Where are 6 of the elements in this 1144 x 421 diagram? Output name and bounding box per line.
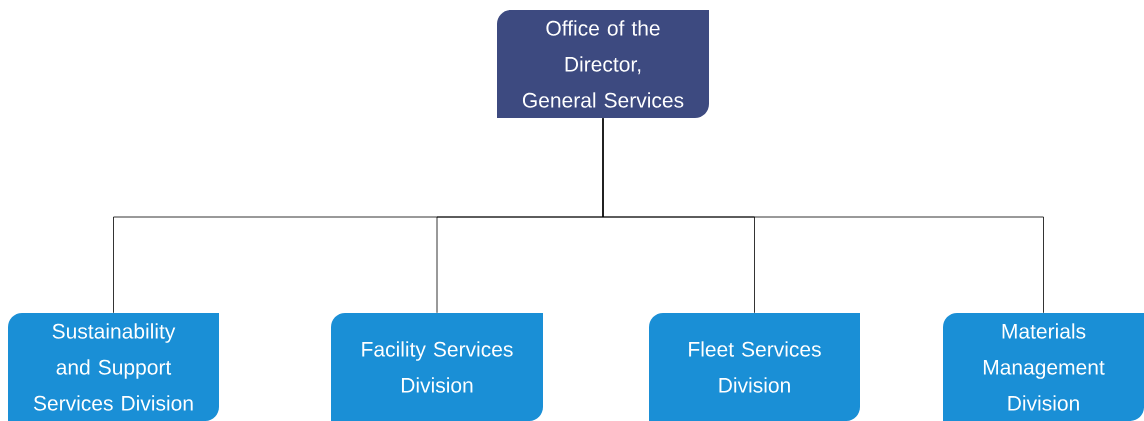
org-box: Materials Management Division bbox=[943, 313, 1144, 421]
connector-line bbox=[602, 117, 1044, 314]
org-box: Facility Services Division bbox=[331, 313, 543, 421]
org-box: Office of the Director, General Services bbox=[497, 10, 709, 118]
org-box: Fleet Services Division bbox=[649, 313, 860, 421]
org-box: Sustainability and Support Services Division bbox=[8, 313, 219, 421]
